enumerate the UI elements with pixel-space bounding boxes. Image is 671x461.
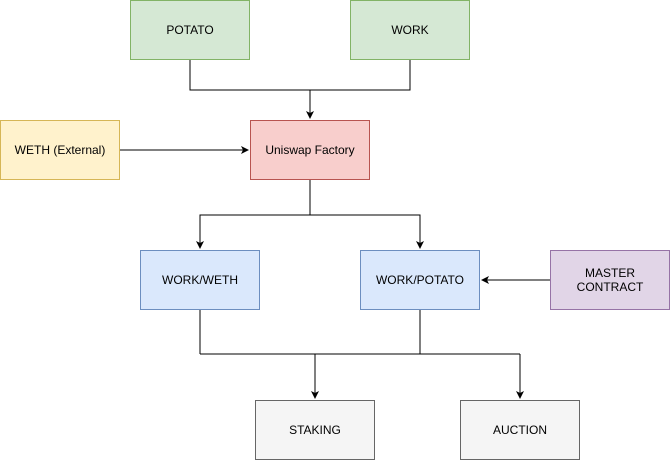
node-work-weth: WORK/WETH bbox=[140, 250, 260, 310]
node-master-contract: MASTER CONTRACT bbox=[550, 250, 670, 310]
edge-potato-to-factory bbox=[189, 60, 310, 91]
node-work-potato: WORK/POTATO bbox=[360, 250, 480, 310]
edge-factory-to-work-weth bbox=[196, 214, 310, 249]
node-work-weth-label: WORK/WETH bbox=[162, 273, 238, 287]
node-factory-label: Uniswap Factory bbox=[265, 143, 355, 157]
node-uniswap-factory: Uniswap Factory bbox=[250, 120, 370, 180]
edge-work-to-factory bbox=[306, 60, 411, 119]
node-master-line2: CONTRACT bbox=[576, 280, 644, 294]
node-weth-label: WETH (External) bbox=[14, 143, 106, 157]
node-weth-external: WETH (External) bbox=[0, 120, 120, 180]
edge-factory-to-work-potato bbox=[310, 214, 424, 249]
node-staking-label: STAKING bbox=[289, 423, 341, 437]
node-potato-label: POTATO bbox=[166, 23, 214, 37]
node-work-potato-label: WORK/POTATO bbox=[375, 273, 464, 287]
node-potato: POTATO bbox=[130, 0, 250, 60]
node-auction-label: AUCTION bbox=[493, 423, 547, 437]
node-master-line1: MASTER bbox=[584, 266, 635, 280]
node-auction: AUCTION bbox=[460, 400, 580, 460]
node-staking: STAKING bbox=[255, 400, 375, 460]
node-work-label: WORK bbox=[391, 23, 429, 37]
node-work: WORK bbox=[350, 0, 470, 60]
